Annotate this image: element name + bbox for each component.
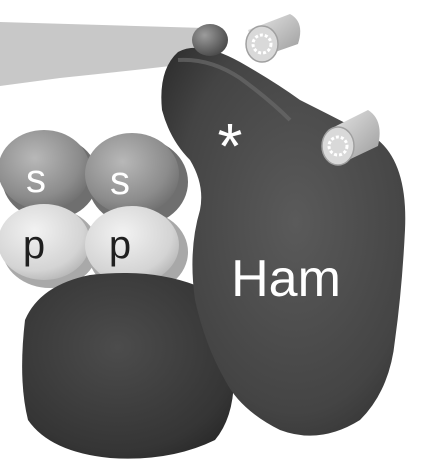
label-s-left: s: [26, 157, 46, 201]
p-disc-left: [0, 204, 98, 288]
p-disc-right: [85, 206, 188, 294]
s-disc-right: [85, 133, 188, 226]
label-ham: Ham: [231, 250, 341, 308]
cylinder-top: [245, 14, 301, 63]
cylinder-right: [321, 110, 380, 166]
s-disc-left: [0, 130, 98, 220]
ball-connector: [192, 24, 228, 56]
lower-body: [22, 272, 234, 459]
ham-rim: [177, 57, 292, 122]
label-asterisk: *: [218, 110, 243, 182]
label-s-right: s: [110, 159, 130, 203]
label-p-right: p: [109, 223, 131, 267]
label-p-left: p: [23, 223, 45, 267]
grey-arm: [0, 22, 205, 86]
